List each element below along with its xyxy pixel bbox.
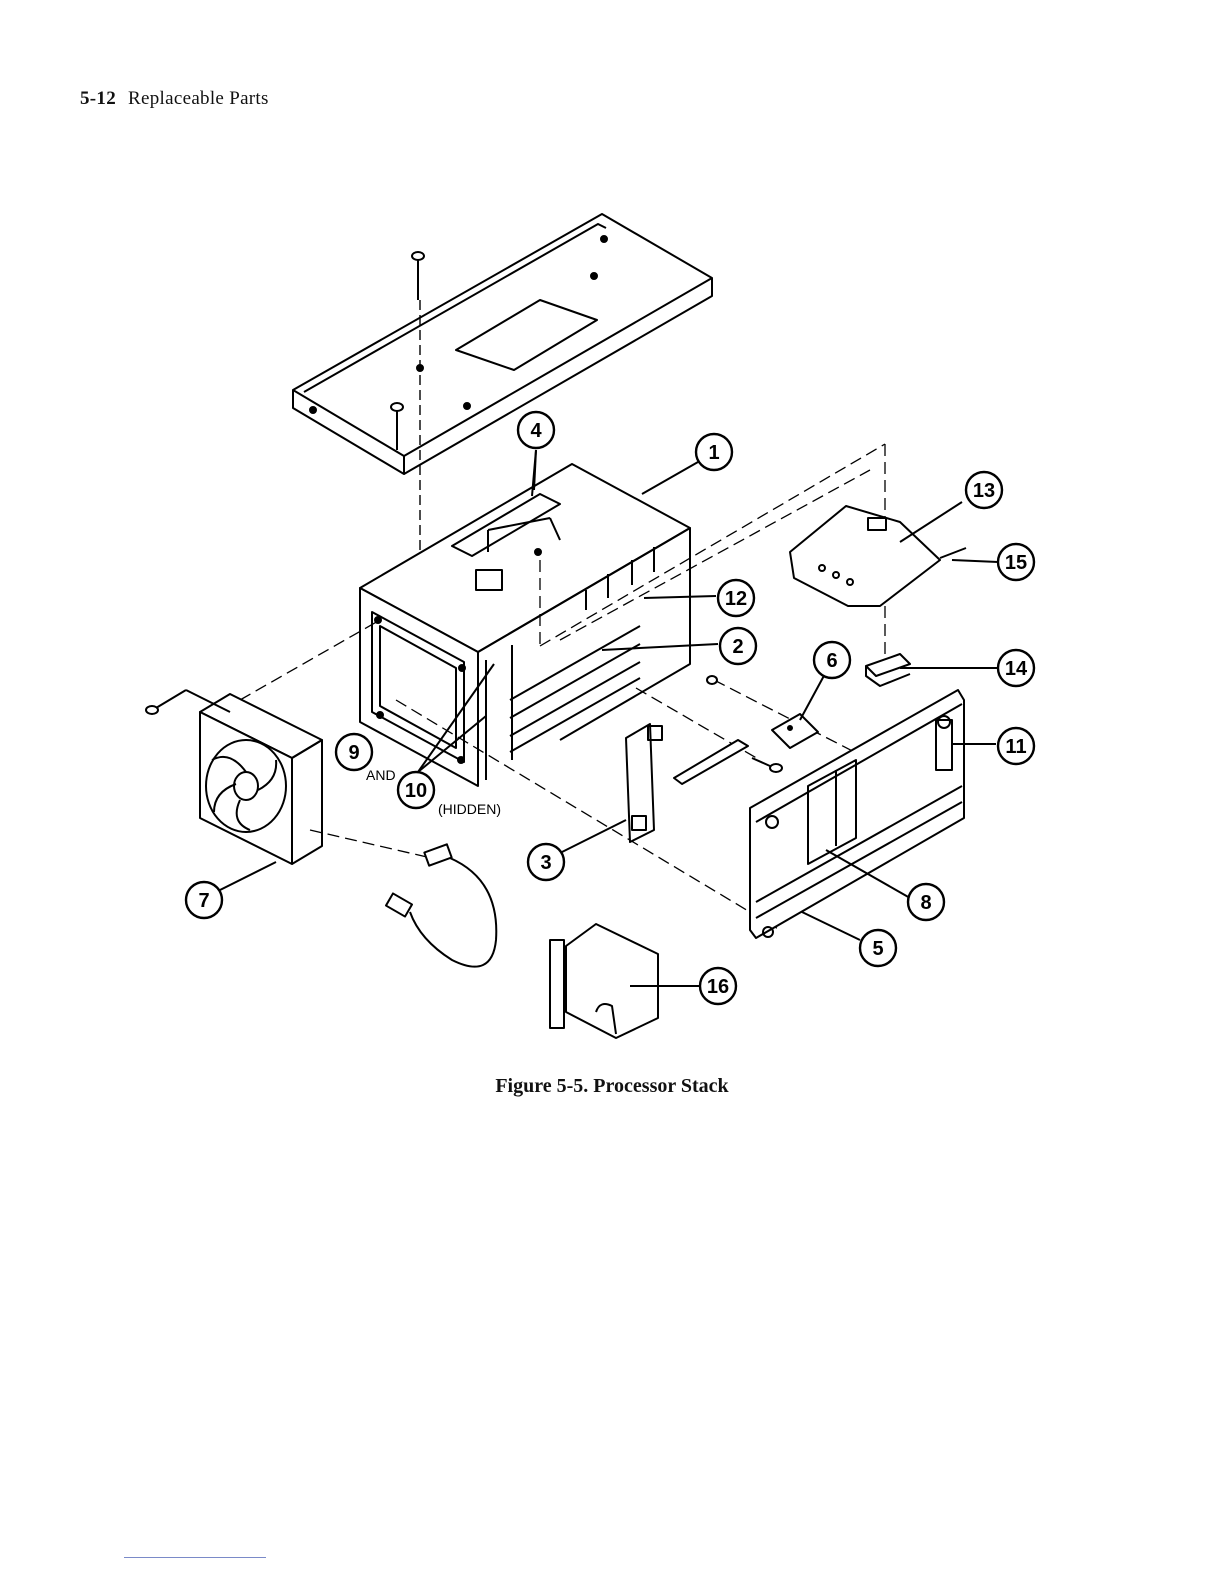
svg-text:16: 16 (707, 976, 729, 998)
svg-text:8: 8 (920, 892, 931, 914)
svg-text:2: 2 (732, 636, 743, 658)
callout-6: 6 (814, 642, 850, 678)
callout-5: 5 (860, 930, 896, 966)
and-label: AND (366, 767, 396, 783)
svg-text:7: 7 (198, 890, 209, 912)
callout-14: 14 (998, 650, 1034, 686)
callout-10: 10 (398, 772, 434, 808)
svg-text:5: 5 (872, 938, 883, 960)
hidden-label: (HIDDEN) (438, 801, 501, 817)
callout-11: 11 (998, 728, 1034, 764)
board-3 (626, 724, 662, 842)
bracket-icon (866, 654, 910, 686)
callout-13: 13 (966, 472, 1002, 508)
figure-caption: Figure 5-5. Processor Stack (0, 1075, 1224, 1098)
callout-4: 4 (518, 412, 554, 448)
callout-8: 8 (908, 884, 944, 920)
callout-12: 12 (718, 580, 754, 616)
svg-text:1: 1 (708, 442, 719, 464)
screw-icon (707, 676, 717, 684)
callout-9: 9 (336, 734, 372, 770)
callout-3: 3 (528, 844, 564, 880)
svg-text:13: 13 (973, 480, 995, 502)
svg-text:9: 9 (348, 742, 359, 764)
callout-7: 7 (186, 882, 222, 918)
plate-13 (790, 506, 966, 606)
screw-icon (412, 252, 424, 300)
svg-text:4: 4 (530, 420, 542, 442)
top-cover (293, 214, 712, 474)
svg-text:3: 3 (540, 852, 551, 874)
bracket-icon (772, 714, 818, 748)
cable-icon (386, 844, 496, 966)
callout-15: 15 (998, 544, 1034, 580)
screw-icon (752, 758, 782, 772)
svg-text:15: 15 (1005, 552, 1027, 574)
module-16 (550, 924, 658, 1038)
svg-text:12: 12 (725, 588, 747, 610)
footer-rule (124, 1557, 266, 1558)
callout-1: 1 (696, 434, 732, 470)
svg-text:11: 11 (1005, 736, 1026, 758)
svg-text:14: 14 (1005, 658, 1028, 680)
callout-16: 16 (700, 968, 736, 1004)
fan-icon (200, 694, 322, 864)
svg-text:6: 6 (826, 650, 837, 672)
callout-2: 2 (720, 628, 756, 664)
svg-text:10: 10 (405, 780, 427, 802)
